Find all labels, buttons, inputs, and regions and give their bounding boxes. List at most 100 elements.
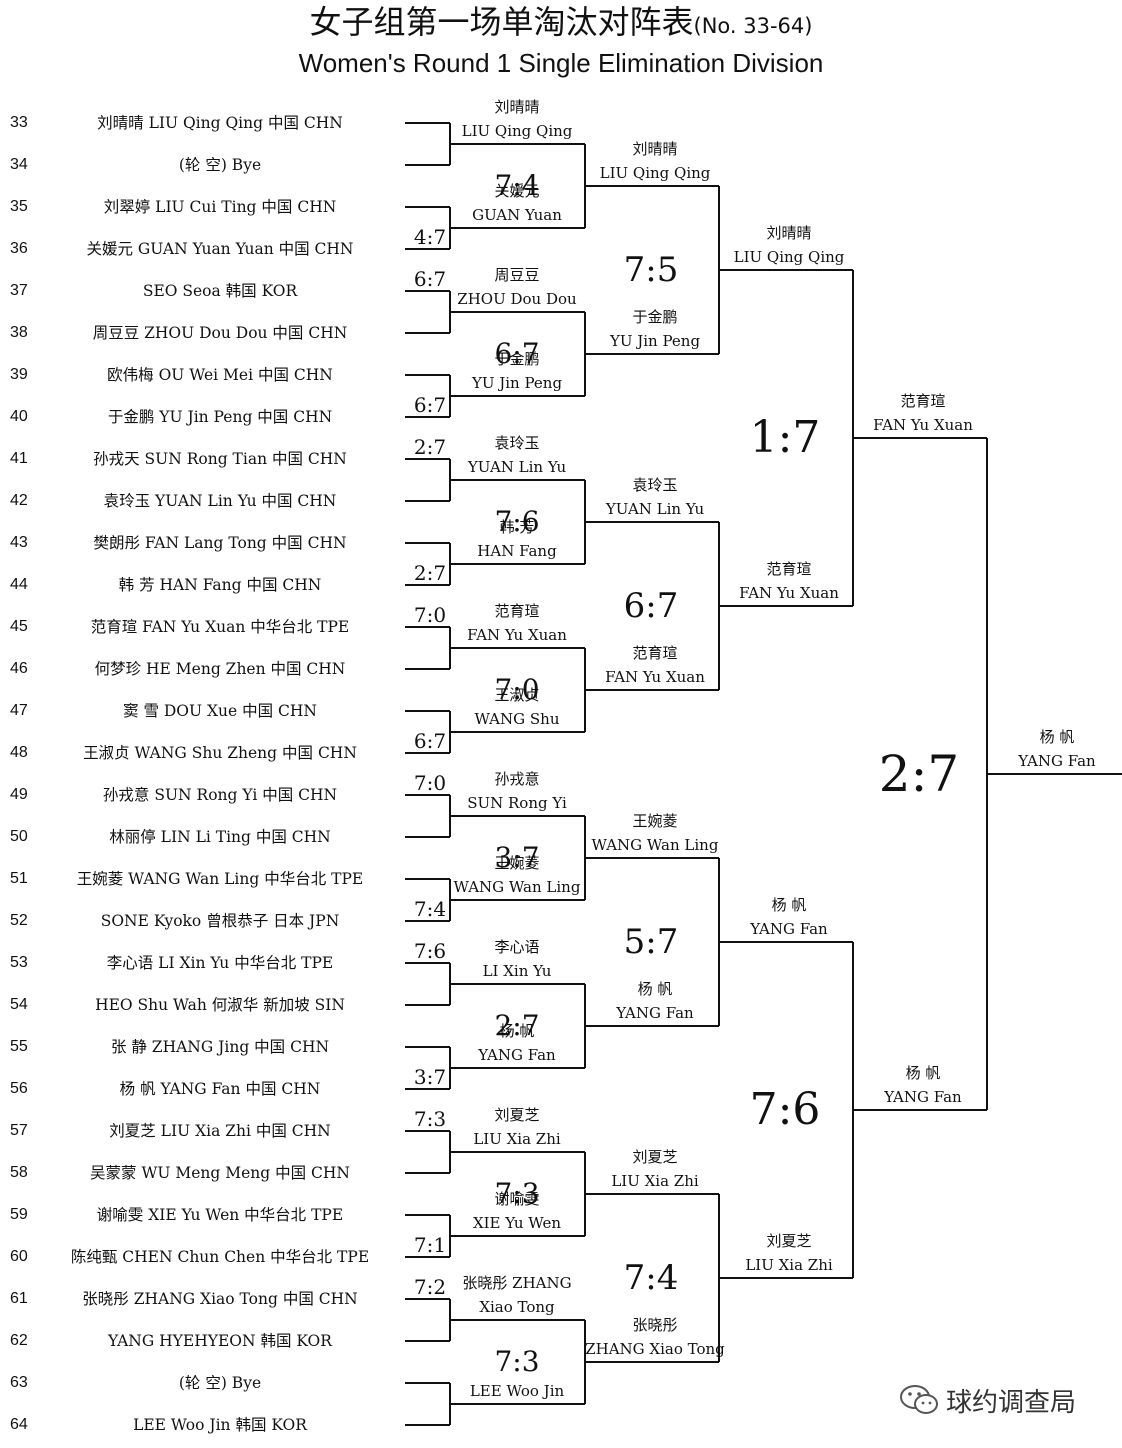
entry-number: 39 [10,366,28,383]
winner-name-en: GUAN Yuan [472,206,562,224]
winner-name-en: YANG Fan [1018,752,1096,770]
entry-player: SEO Seoa 韩国 KOR [142,282,298,300]
match-score: 7:3 [494,1345,540,1378]
winner-name-en: WANG Wan Ling [453,878,581,896]
winner-name-en: FAN Yu Xuan [739,584,839,602]
entry-number: 33 [10,114,28,131]
winner-name-cn: 刘夏芝 [766,1232,812,1250]
winner-name-en: ZHOU Dou Dou [457,290,577,308]
winner-name-en: WANG Wan Ling [591,836,719,854]
entry-number: 50 [10,828,28,845]
winner-name-cn: 范育瑄 [766,560,812,578]
winner-name-cn: 范育瑄 [900,392,946,410]
winner-name-en: YU Jin Peng [609,332,701,350]
entry-number: 38 [10,324,28,341]
match-score: 1:7 [749,412,821,463]
match-score: 6:7 [623,586,679,626]
entry-player: 欧伟梅 OU Wei Mei 中国 CHN [107,366,333,384]
entry-player: 林丽停 LIN Li Ting 中国 CHN [109,828,331,846]
match-score: 2:7 [878,745,960,803]
entry-number: 45 [10,618,28,635]
match-score-top: 7:2 [413,1275,447,1299]
winner-name-cn: 杨 帆 [637,980,673,998]
match-score-top: 7:0 [413,603,447,627]
entry-number: 62 [10,1332,28,1349]
entry-player: 窦 雪 DOU Xue 中国 CHN [123,702,317,720]
winner-name-en: FAN Yu Xuan [605,668,705,686]
winner-name-cn: 孙戎意 [494,770,540,788]
winner-name-cn: 杨 帆 [905,1064,941,1082]
entry-number: 34 [10,156,28,173]
entry-player: 于金鹏 YU Jin Peng 中国 CHN [107,408,333,426]
entry-number: 47 [10,702,28,719]
match-score: 2:7 [494,1009,540,1042]
winner-name-cn: 韩 芳 [499,518,535,536]
match-score-bottom: 2:7 [413,561,447,585]
winner-name-cn: 刘晴晴 [766,224,812,242]
entry-player: 刘翠婷 LIU Cui Ting 中国 CHN [103,198,337,216]
entry-number: 56 [10,1080,28,1097]
winner-name-cn: 谢喻雯 [494,1190,540,1208]
winner-name-cn: 刘晴晴 [632,140,678,158]
winner-name-en: SUN Rong Yi [467,794,567,812]
winner-name-cn: 王婉菱 [632,812,678,830]
entry-number: 42 [10,492,28,509]
entry-number: 48 [10,744,28,761]
entry-player: 范育瑄 FAN Yu Xuan 中华台北 TPE [90,618,350,636]
page-title-en: Women's Round 1 Single Elimination Divis… [298,48,824,78]
match-score-top: 7:6 [413,939,447,963]
match-score-bottom: 7:1 [413,1233,447,1257]
entry-player: 张 静 ZHANG Jing 中国 CHN [110,1038,330,1056]
match-score-top: 2:7 [413,435,447,459]
winner-name-en: LIU Qing Qing [461,122,573,140]
match-score: 7:4 [623,1258,679,1298]
entry-number: 46 [10,660,28,677]
winner-name-cn: 杨 帆 [771,896,807,914]
match-score-top: 6:7 [413,267,447,291]
entry-number: 55 [10,1038,28,1055]
winner-name-en: YANG Fan [884,1088,962,1106]
winner-name-en: LIU Qing Qing [599,164,711,182]
entry-player: 谢喻雯 XIE Yu Wen 中华台北 TPE [96,1206,344,1224]
entry-player: 张晓彤 ZHANG Xiao Tong 中国 CHN [82,1290,358,1308]
entry-number: 60 [10,1248,28,1265]
winner-name-en: YUAN Lin Yu [605,500,705,518]
match-score: 7:4 [494,169,540,202]
match-score-bottom: 4:7 [413,225,447,249]
entry-number: 64 [10,1416,28,1433]
winner-name-en: LI Xin Yu [482,962,552,980]
entry-player: 吴蒙蒙 WU Meng Meng 中国 CHN [90,1164,350,1182]
entry-number: 41 [10,450,28,467]
entry-player: (轮 空) Bye [178,156,262,174]
match-score: 7:0 [494,673,540,706]
winner-name-cn: 王淑贞 [494,686,540,704]
winner-name-cn: 范育瑄 [632,644,678,662]
page-title-cn: 女子组第一场单淘汰对阵表(No. 33-64) [0,2,1122,46]
entry-player: 孙戎天 SUN Rong Tian 中国 CHN [93,450,347,468]
entry-player: 关媛元 GUAN Yuan Yuan 中国 CHN [86,240,354,258]
match-score-bottom: 7:4 [413,897,447,921]
match-score: 5:7 [623,922,679,962]
entry-number: 36 [10,240,28,257]
entry-player: 陈纯甄 CHEN Chun Chen 中华台北 TPE [70,1248,370,1266]
match-score: 7:6 [494,505,540,538]
match-score-bottom: 3:7 [413,1065,447,1089]
wechat-icon [900,1385,938,1414]
winner-name-cn: 袁玲玉 [494,434,540,452]
winner-name-cn: 于金鹏 [494,350,540,368]
winner-name-en: LIU Xia Zhi [745,1256,833,1274]
entry-player: 袁玲玉 YUAN Lin Yu 中国 CHN [103,492,337,510]
winner-name-en: LIU Xia Zhi [611,1172,699,1190]
entry-player: 何梦珍 HE Meng Zhen 中国 CHN [94,660,346,678]
winner-name-cn: 刘夏芝 [494,1106,540,1124]
winner-name-en: HAN Fang [477,542,557,560]
entry-number: 44 [10,576,28,593]
winner-name-en: LIU Xia Zhi [473,1130,561,1148]
entry-number: 63 [10,1374,28,1391]
winner-name-en: XIE Yu Wen [472,1214,562,1232]
match-score-bottom: 6:7 [413,393,447,417]
winner-name-en: LIU Qing Qing [733,248,845,266]
entry-number: 52 [10,912,28,929]
entry-number: 35 [10,198,28,215]
watermark-text: 球约调查局 [946,1388,1077,1418]
